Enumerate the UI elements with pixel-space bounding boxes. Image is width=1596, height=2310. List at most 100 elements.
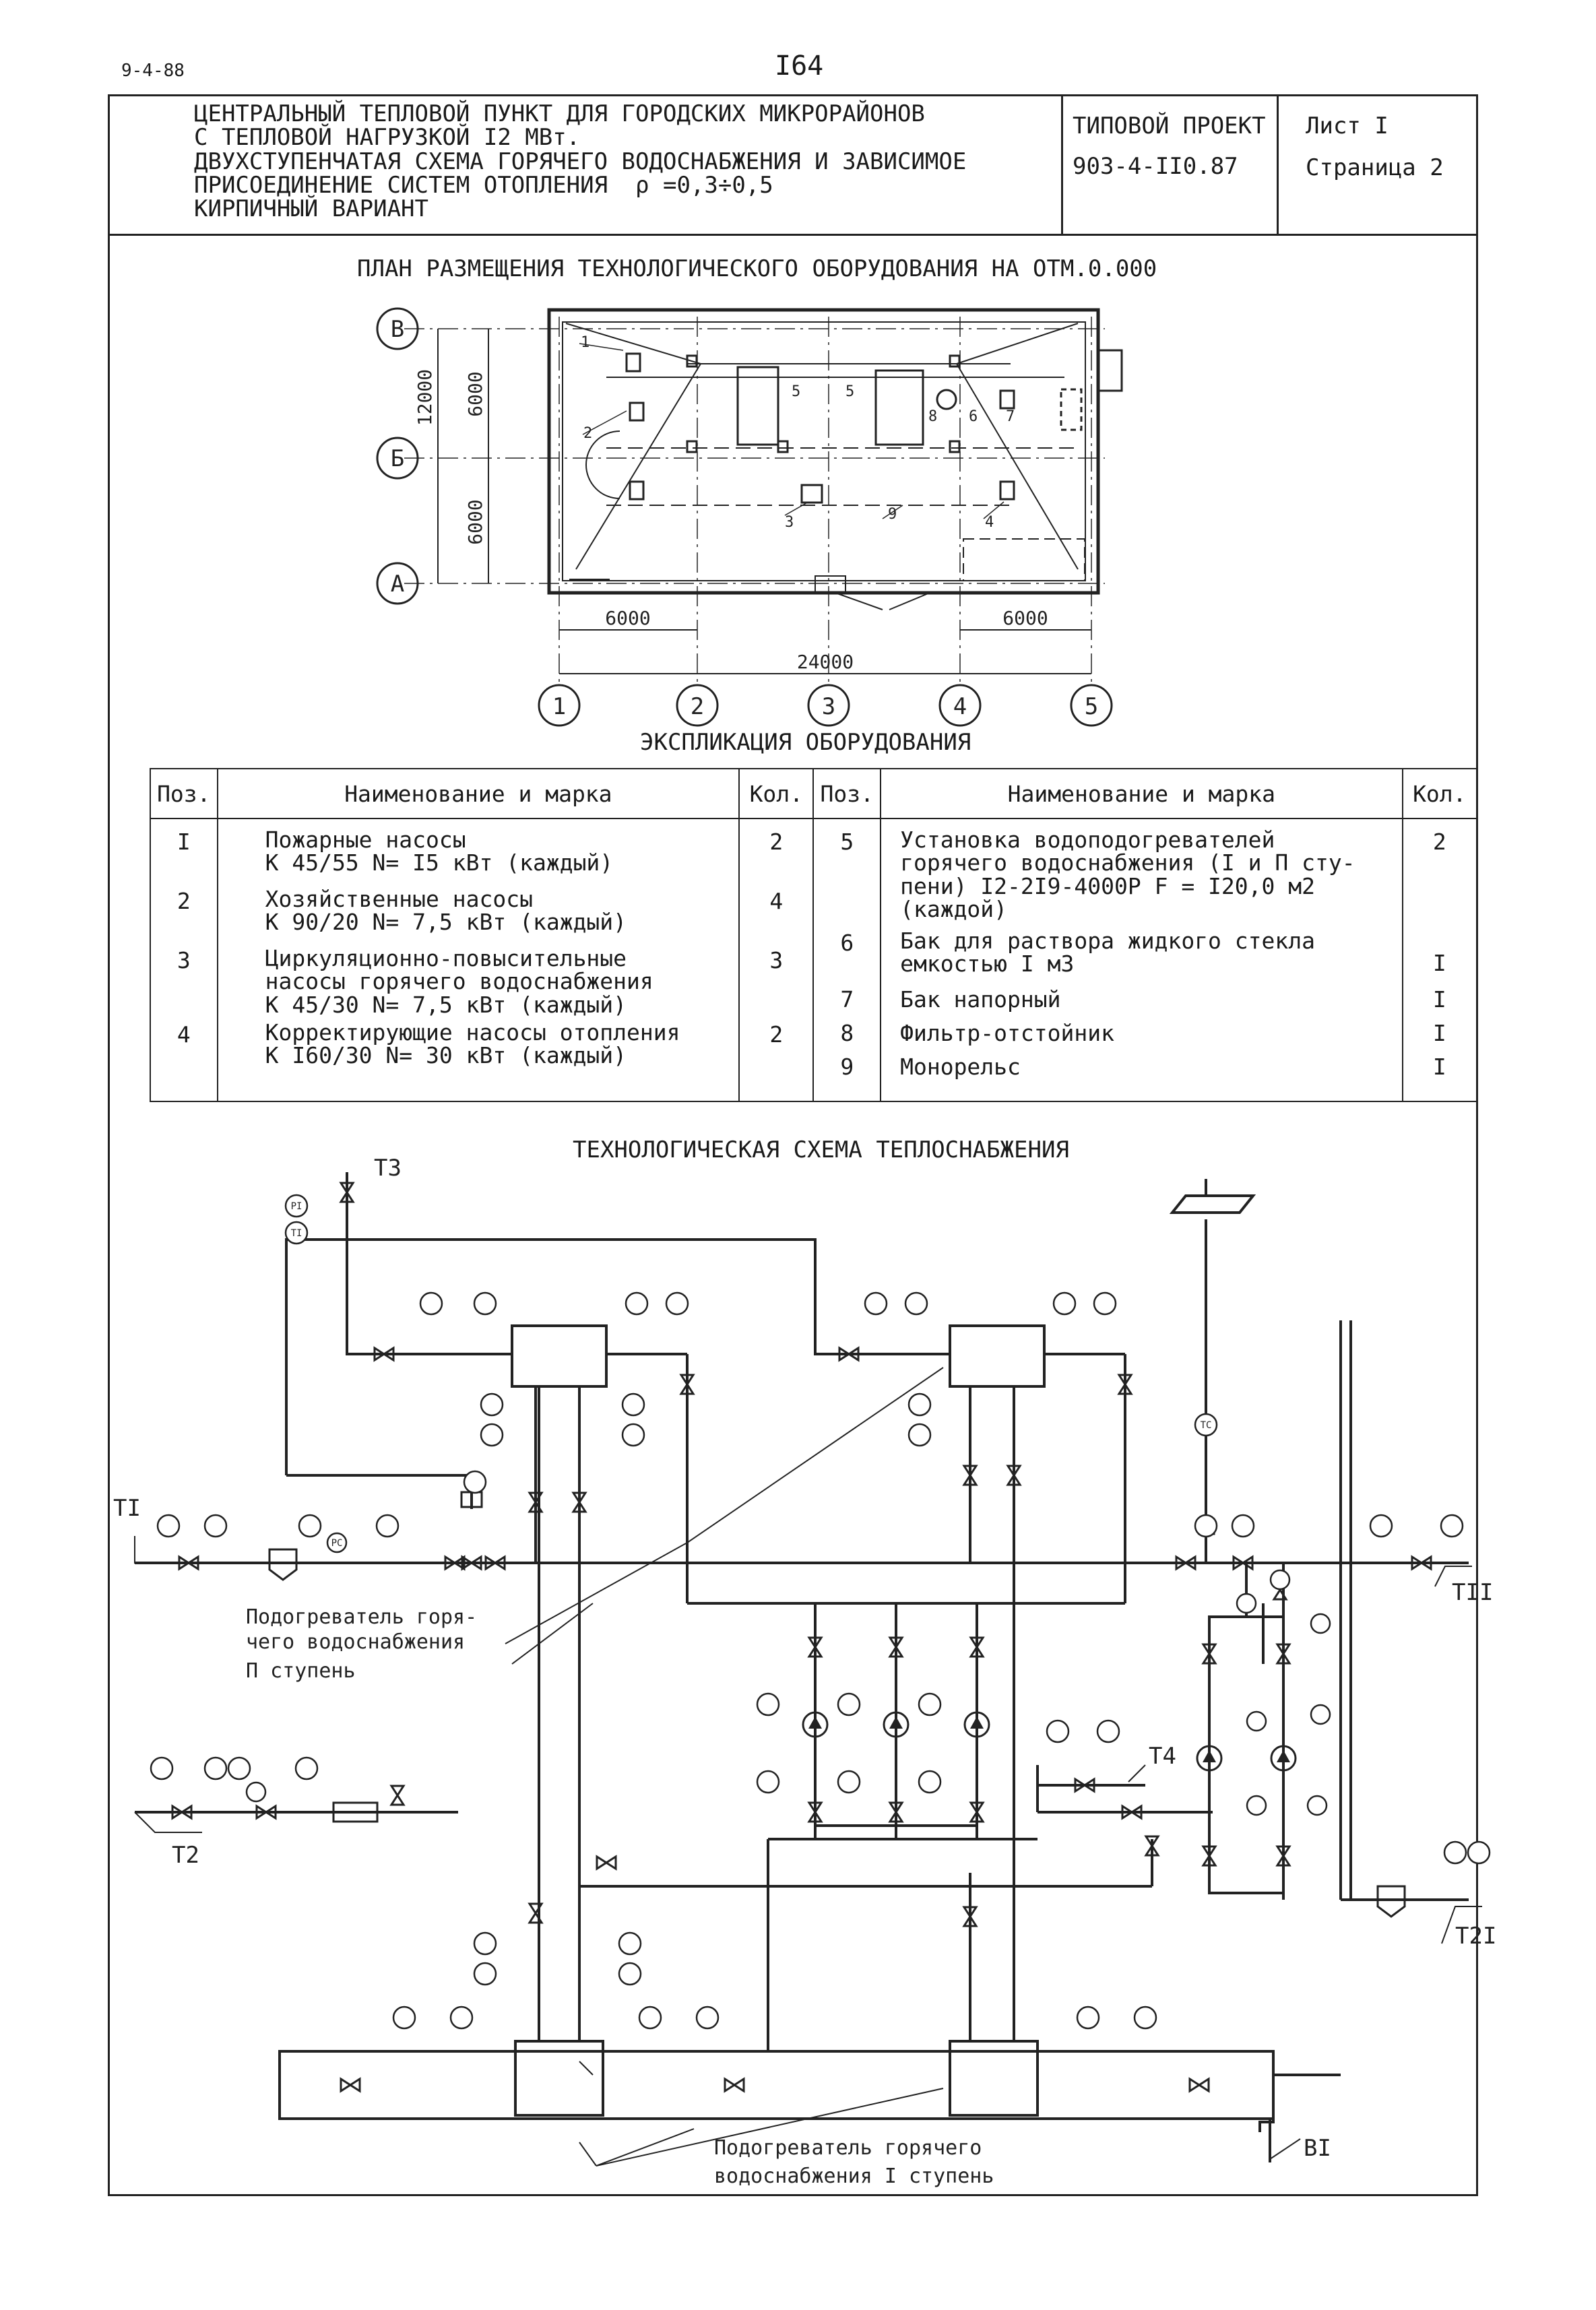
plan-mark-5b: 5 — [845, 383, 854, 400]
axis-label-a: А — [391, 571, 404, 598]
header-qty-left: Кол. — [738, 768, 815, 819]
right-item-6-line-2: емкостью I м3 — [900, 951, 1075, 977]
plan-mark-8: 8 — [928, 408, 937, 425]
header-name-right: Наименование и марка — [880, 768, 1403, 819]
pipe-label-t3: T3 — [374, 1155, 402, 1182]
dim-6000-upper: 6000 — [464, 371, 486, 416]
left-qty-2: 4 — [769, 888, 784, 914]
left-item-4: Корректирующие насосы отопления К I60/30… — [265, 1021, 734, 1068]
pipe-label-b1: BI — [1304, 2135, 1331, 2162]
title-line-4: ПРИСОЕДИНЕНИЕ СИСТЕМ ОТОПЛЕНИЯ ρ =0,3÷0,… — [194, 172, 966, 199]
title-line-4-text: ПРИСОЕДИНЕНИЕ СИСТЕМ ОТОПЛЕНИЯ — [194, 172, 608, 199]
dim-bottom-right: 6000 — [1002, 607, 1048, 629]
plan-mark-3: 3 — [785, 514, 794, 531]
stage2-label-line-2: чего водоснабжения — [246, 1630, 465, 1654]
page-label: Страница 2 — [1306, 154, 1444, 181]
right-qty-9: I — [1432, 1054, 1446, 1080]
axis-label-1: 1 — [552, 693, 566, 720]
right-qty-6: I — [1432, 950, 1446, 976]
right-pos-8: 8 — [840, 1020, 854, 1046]
plan-mark-7: 7 — [1006, 408, 1015, 425]
plan-mark-9: 9 — [888, 506, 897, 523]
plan-mark-5a: 5 — [792, 383, 800, 400]
scheme-title: ТЕХНОЛОГИЧЕСКАЯ СХЕМА ТЕПЛОСНАБЖЕНИЯ — [573, 1136, 1069, 1163]
plan-mark-2: 2 — [583, 425, 592, 442]
left-pos-3: 3 — [177, 947, 191, 973]
header-qty-right: Кол. — [1401, 768, 1478, 819]
right-qty-col: 2 I I I I — [1401, 818, 1478, 1102]
instrument-tag-pc: PC — [331, 1538, 343, 1549]
title-block: ЦЕНТРАЛЬНЫЙ ТЕПЛОВОЙ ПУНКТ ДЛЯ ГОРОДСКИХ… — [108, 94, 1478, 236]
project-code: 903-4-II0.87 — [1073, 153, 1238, 180]
page-number: I64 — [775, 51, 824, 82]
right-pos-6: 6 — [840, 930, 854, 956]
left-pos-1: I — [177, 829, 191, 855]
rho-value: ρ =0,3÷0,5 — [635, 172, 773, 199]
left-qty-col: 2 4 3 2 — [738, 818, 815, 1102]
right-pos-col: 5 6 7 8 9 — [812, 818, 882, 1102]
pipe-label-t4: T4 — [1149, 1743, 1176, 1770]
axis-label-4: 4 — [953, 693, 967, 720]
stage1-label-line-2: водоснабжения I ступень — [714, 2164, 994, 2188]
pipe-label-t21: T2I — [1455, 1923, 1496, 1950]
left-qty-1: 2 — [769, 829, 784, 855]
left-item-1-line-1: Пожарные насосы — [265, 827, 466, 853]
equipment-plan: В Б А 1 2 3 4 5 6000 6000 12000 6000 600… — [376, 307, 1123, 727]
instrument-tag-tc: TC — [1201, 1420, 1212, 1431]
pipe-label-t1: TI — [113, 1495, 141, 1522]
left-pos-4: 4 — [177, 1021, 191, 1048]
header-name-left: Наименование и марка — [216, 768, 740, 819]
drawing-frame — [108, 94, 1478, 2196]
plan-title: ПЛАН РАЗМЕЩЕНИЯ ТЕХНОЛОГИЧЕСКОГО ОБОРУДО… — [357, 255, 1157, 282]
right-item-5: Установка водоподогревателей горячего во… — [900, 828, 1397, 930]
explication-table: Поз. Наименование и марка Кол. Поз. Наим… — [150, 768, 1478, 1102]
title-lines: ЦЕНТРАЛЬНЫЙ ТЕПЛОВОЙ ПУНКТ ДЛЯ ГОРОДСКИХ… — [194, 102, 966, 222]
right-pos-9: 9 — [840, 1054, 854, 1080]
right-item-8: Фильтр-отстойник — [900, 1020, 1114, 1046]
left-item-2: Хозяйственные насосы К 90/20 N= 7,5 кВт … — [265, 886, 734, 947]
left-item-3-line-2: насосы горячего водоснабжения — [265, 968, 653, 995]
axis-label-b: Б — [391, 445, 404, 472]
title-line-5: КИРПИЧНЫЙ ВАРИАНТ — [194, 195, 428, 223]
title-line-2: С ТЕПЛОВОЙ НАГРУЗКОЙ I2 МВт. — [194, 124, 581, 152]
header-pos-right: Поз. — [812, 768, 882, 819]
right-pos-5: 5 — [840, 829, 854, 855]
explication-body-row: I 2 3 4 Пожарные насосы К 45/55 N= I5 кВ… — [150, 818, 1478, 1102]
right-qty-6-wrap: I — [1409, 930, 1471, 986]
dim-12000: 12000 — [414, 369, 436, 426]
title-line-1: ЦЕНТРАЛЬНЫЙ ТЕПЛОВОЙ ПУНКТ ДЛЯ ГОРОДСКИХ… — [194, 100, 925, 127]
explication-title: ЭКСПЛИКАЦИЯ ОБОРУДОВАНИЯ — [640, 729, 971, 756]
left-name-col: Пожарные насосы К 45/55 N= I5 кВт (кажды… — [216, 818, 740, 1102]
left-item-4-line-2: К I60/30 N= 30 кВт (каждый) — [265, 1042, 627, 1069]
right-item-9: Монорельс — [900, 1054, 1021, 1080]
right-item-7: Бак напорный — [900, 986, 1061, 1013]
axis-label-2: 2 — [691, 693, 704, 720]
project-label: ТИПОВОЙ ПРОЕКТ — [1073, 113, 1266, 139]
pipe-label-t2: T2 — [172, 1842, 199, 1869]
dim-bottom-left: 6000 — [605, 607, 650, 629]
left-qty-4: 2 — [769, 1021, 784, 1048]
dim-6000-lower: 6000 — [464, 499, 486, 544]
stage2-label-line-3: П ступень — [246, 1659, 356, 1683]
plan-mark-6: 6 — [969, 408, 978, 425]
left-item-3-line-3: К 45/30 N= 7,5 кВт (каждый) — [265, 991, 627, 1018]
right-qty-8: I — [1432, 1020, 1446, 1046]
pipe-label-t11: TII — [1452, 1579, 1493, 1606]
axis-label-5: 5 — [1085, 693, 1098, 720]
header-pos-left: Поз. — [150, 768, 218, 819]
left-item-3: Циркуляционно-повысительные насосы горяч… — [265, 947, 734, 1021]
explication-header-row: Поз. Наименование и марка Кол. Поз. Наим… — [150, 768, 1478, 819]
right-item-5-line-3: пени) I2-2I9-4000Р F = I20,0 м2 — [900, 872, 1315, 899]
right-qty-5: 2 — [1432, 829, 1446, 855]
page-code: 9-4-88 — [121, 61, 185, 81]
project-cell: ТИПОВОЙ ПРОЕКТ 903-4-II0.87 — [1061, 94, 1279, 234]
left-item-3-line-1: Циркуляционно-повысительные — [265, 945, 627, 971]
left-pos-col: I 2 3 4 — [150, 818, 218, 1102]
left-item-1: Пожарные насосы К 45/55 N= I5 кВт (кажды… — [265, 827, 734, 888]
right-item-6: Бак для раствора жидкого стекла емкостью… — [900, 929, 1397, 986]
right-item-5-line-2: горячего водоснабжения (I и П сту- — [900, 849, 1355, 876]
stage1-label-line-1: Подогреватель горячего — [714, 2136, 982, 2160]
sheet-cell: Лист I Страница 2 — [1277, 94, 1478, 234]
plan-mark-4: 4 — [985, 514, 994, 531]
left-item-2-line-1: Хозяйственные насосы — [265, 886, 533, 912]
